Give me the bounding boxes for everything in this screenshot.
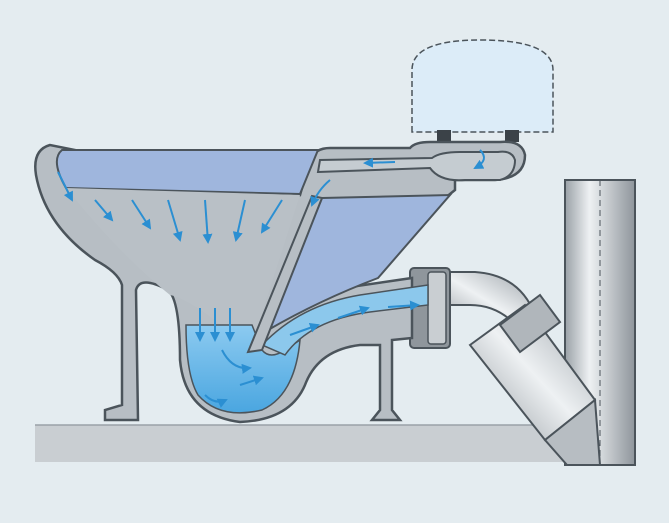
flow-arrow-icon (232, 199, 246, 242)
flow-arrow-icon (260, 199, 283, 234)
flow-arrow-icon (239, 375, 264, 386)
bowl-back-surface (55, 149, 320, 196)
tank-bolt-left (437, 130, 451, 142)
flow-arrow-icon (204, 394, 228, 408)
tank-bolt-right (505, 130, 519, 142)
elbow-pipe (409, 267, 602, 466)
flow-arrow-icon (337, 305, 370, 319)
flow-arrow-icon (289, 322, 320, 336)
flow-arrow-icon (57, 171, 73, 202)
floor (35, 425, 565, 462)
weir-wall (246, 194, 324, 354)
flow-arrow-icon (310, 179, 331, 207)
flush-channel (316, 150, 517, 182)
flow-arrow-icon (167, 199, 183, 242)
flow-arrow-icon (94, 199, 114, 222)
flow-arrow-icon (131, 199, 152, 230)
trapway (260, 284, 429, 356)
flow-arrow-icon (387, 300, 420, 311)
bowl-rear-wall (265, 193, 453, 333)
flow-arrow-icon (363, 157, 396, 168)
tank (411, 39, 554, 133)
bowl-interior (66, 188, 300, 350)
flow-arrow-icon (202, 199, 213, 244)
flow-arrow-icon (221, 349, 252, 374)
flow-arrow-icon (473, 149, 485, 169)
